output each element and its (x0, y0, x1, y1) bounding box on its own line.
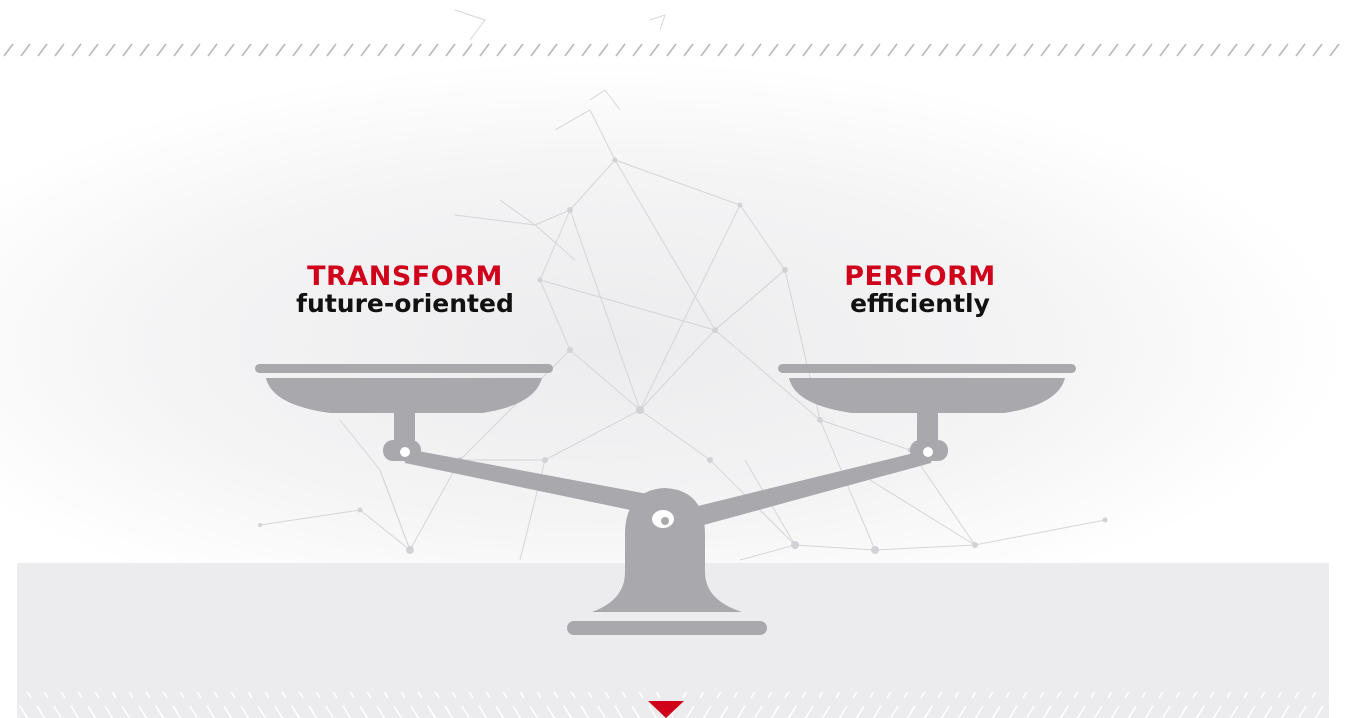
top-hatch-border (0, 38, 1346, 58)
right-pan-subheading: efficiently (850, 289, 990, 319)
floor-hatch-right (673, 692, 1329, 718)
left-pan-label: TRANSFORM future-oriented (255, 261, 555, 319)
scale-pivot-centers (661, 517, 669, 525)
left-pan-subheading: future-oriented (296, 289, 514, 319)
balance-scale-icon (255, 364, 1076, 635)
right-pan-label: PERFORM efficiently (770, 261, 1070, 319)
floor-hatch-left (17, 692, 673, 718)
left-pan-heading: TRANSFORM (307, 261, 503, 292)
right-pan-heading: PERFORM (844, 261, 996, 292)
triangle-down-icon (648, 701, 684, 718)
